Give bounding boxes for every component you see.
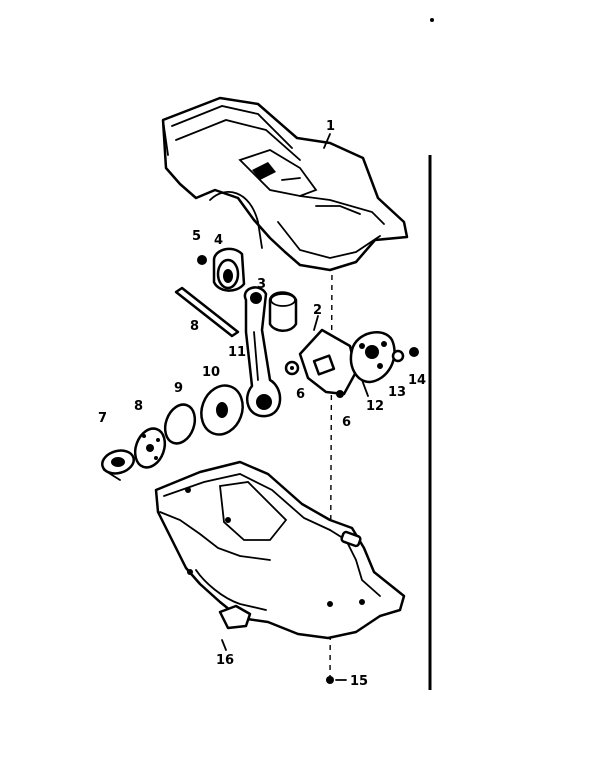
nut-5 [197,255,207,265]
callout-13: 13 [388,385,406,400]
callout-10: 10 [202,365,220,380]
callout-11: 11 [228,345,246,360]
end-cap-7 [101,449,135,481]
callout-8-upper: 8 [190,319,199,334]
callout-leader-12 [361,379,369,397]
callout-1: 1 [326,119,335,134]
callout-9: 9 [174,381,183,396]
gear-8 [133,427,167,469]
bushing-4 [212,247,246,292]
rod-8 [174,286,240,338]
callout-leader-1 [323,133,331,149]
callout-5: 5 [192,229,201,244]
hub-12 [349,331,396,384]
crank-arm-11 [243,286,282,418]
callout-leader-2 [313,315,319,331]
callout-3: 3 [257,277,266,292]
callout-15: 15 [350,674,368,689]
screw-15 [326,676,347,684]
lower-housing [154,460,406,640]
washer-10 [200,384,244,436]
washer-13 [391,349,405,363]
sleeve-3 [268,291,298,332]
disc-9 [163,403,197,445]
callout-6-upper: 6 [296,387,305,402]
bracket-plate-2 [298,328,358,398]
nut-14 [409,347,419,357]
stray-dot [430,18,434,22]
callout-leader-16 [221,639,227,651]
callout-8-lower: 8 [134,399,143,414]
callout-4: 4 [214,233,223,248]
callout-12: 12 [366,399,384,414]
callout-2: 2 [313,303,322,318]
callout-14: 14 [408,373,426,388]
callout-6-lower: 6 [342,415,351,430]
upper-housing [161,96,409,272]
callout-16: 16 [216,653,234,668]
washer-6-upper [284,360,300,376]
callout-7: 7 [98,411,107,426]
